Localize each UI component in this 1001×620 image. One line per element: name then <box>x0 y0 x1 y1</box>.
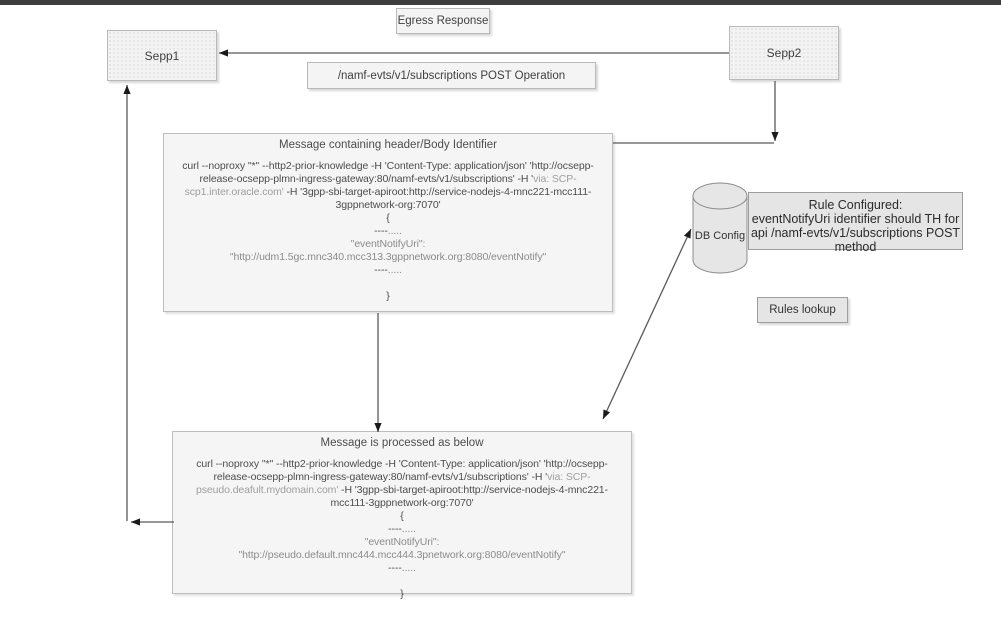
node-message-processed: Message is processed as below curl --nop… <box>172 431 632 600</box>
database-cylinder-icon <box>692 182 748 274</box>
rule-configured-line1: eventNotifyUri identifier should TH for <box>751 212 960 226</box>
rules-lookup-label: Rules lookup <box>769 304 836 316</box>
message1-title: Message containing header/Body Identifie… <box>278 139 497 151</box>
node-db-config: DB Config <box>692 182 748 274</box>
message2-title: Message is processed as below <box>320 437 484 449</box>
rule-configured-title: Rule Configured: <box>808 198 903 212</box>
egress-response-label: Egress Response <box>397 15 489 27</box>
node-sepp2: Sepp2 <box>729 26 839 80</box>
post-operation-label: /namf-evts/v1/subscriptions POST Operati… <box>337 69 566 82</box>
message2-curl-text: curl --noproxy "*" --http2-prior-knowled… <box>196 458 608 600</box>
node-rule-configured: Rule Configured: eventNotifyUri identifi… <box>748 192 963 254</box>
node-sepp1: Sepp1 <box>107 30 217 81</box>
sepp2-label: Sepp2 <box>766 46 802 60</box>
rule-configured-line3: method <box>834 240 877 254</box>
node-message-header-identifier: Message containing header/Body Identifie… <box>163 133 613 312</box>
rule-configured-line2: api /namf-evts/v1/subscriptions POST <box>750 226 961 240</box>
sepp1-label: Sepp1 <box>144 48 180 63</box>
node-post-operation: /namf-evts/v1/subscriptions POST Operati… <box>307 62 596 89</box>
node-rules-lookup: Rules lookup <box>757 297 848 323</box>
top-border-bar <box>0 0 1001 5</box>
node-egress-response: Egress Response <box>396 8 490 34</box>
message1-curl-text: curl --noproxy "*" --http2-prior-knowled… <box>182 160 594 302</box>
arrow-message2-db-bidirectional <box>602 228 692 420</box>
db-config-label: DB Config <box>694 230 746 242</box>
